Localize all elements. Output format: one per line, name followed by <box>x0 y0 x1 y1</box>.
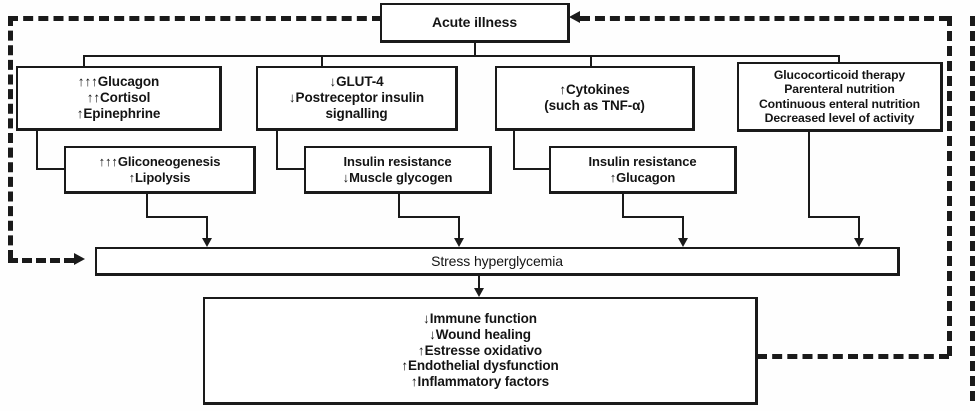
node-hormones-line-2: ↑↑Cortisol <box>86 90 151 106</box>
node-insulin-resistance-glucagon-line-2: ↑Glucagon <box>609 169 676 185</box>
feedback-arrowhead-acute-illness <box>569 11 580 23</box>
node-cytokines[interactable]: ↑Cytokines (such as TNF-α) <box>495 66 695 131</box>
connector-drop-iatrogenic <box>838 55 840 67</box>
node-stress-hyperglycemia[interactable]: Stress hyperglycemia <box>95 247 900 276</box>
node-hormones-line-3: ↑Epinephrine <box>76 105 161 121</box>
feedback-dashed-right-outer <box>970 16 975 401</box>
node-gluconeogenesis-line-2: ↑Lipolysis <box>128 169 191 185</box>
node-hormones[interactable]: ↑↑↑Glucagon ↑↑Cortisol ↑Epinephrine <box>16 66 222 131</box>
connector-drop-glut4 <box>321 55 323 67</box>
node-insulin-resistance-muscle-line-2: ↓Muscle glycogen <box>342 169 453 185</box>
node-glut4-line-3: signalling <box>325 105 388 121</box>
connector-ir-muscle-to-stress-v1 <box>398 194 400 218</box>
connector-ir-glucagon-to-stress-h <box>622 216 684 218</box>
connector-ir-glucagon-to-stress-v2 <box>682 216 684 240</box>
feedback-dashed-bottom-right <box>757 354 949 359</box>
connector-gluconeogenesis-to-stress-v1 <box>146 194 148 218</box>
connector-gluconeogenesis-to-stress-v2 <box>206 216 208 240</box>
connector-ir-muscle-to-stress-v2 <box>458 216 460 240</box>
node-acute-illness[interactable]: Acute illness <box>380 3 570 43</box>
feedback-arrowhead-stress <box>74 253 85 265</box>
connector-ir-muscle-to-stress-h <box>398 216 460 218</box>
feedback-dashed-top-right <box>580 16 949 21</box>
connector-cytokines-to-ir-glucagon-v <box>513 131 515 170</box>
connector-drop-hormones <box>83 55 85 67</box>
node-cytokines-line-1: ↑Cytokines <box>559 82 630 98</box>
connector-hormones-to-gluconeogenesis-h <box>36 168 66 170</box>
node-insulin-resistance-glucagon[interactable]: Insulin resistance ↑Glucagon <box>549 146 737 194</box>
connector-acute-illness-stem <box>474 43 476 56</box>
connector-glut4-to-ir-muscle-h <box>276 168 306 170</box>
node-iatrogenic-line-4: Decreased level of activity <box>764 110 915 125</box>
node-outcomes-line-5: ↑Inflammatory factors <box>410 374 550 390</box>
node-gluconeogenesis-line-1: ↑↑↑Gliconeogenesis <box>98 154 221 170</box>
node-outcomes-line-4: ↑Endothelial dysfunction <box>401 358 559 374</box>
node-iatrogenic-line-3: Continuous enteral nutrition <box>758 96 921 111</box>
arrowhead-iatrogenic-to-stress <box>854 238 864 247</box>
connector-gluconeogenesis-to-stress-h <box>146 216 208 218</box>
connector-cytokines-to-ir-glucagon-h <box>513 168 551 170</box>
node-iatrogenic-line-1: Glucocorticoid therapy <box>773 67 906 82</box>
connector-stress-to-outcomes <box>478 276 480 290</box>
node-hormones-line-1: ↑↑↑Glucagon <box>77 74 160 90</box>
feedback-dashed-left-vertical <box>8 16 13 260</box>
node-glut4-line-2: ↓Postreceptor insulin <box>288 90 425 106</box>
connector-iatrogenic-to-stress-v2 <box>858 216 860 240</box>
connector-iatrogenic-to-stress-v1 <box>808 132 810 218</box>
node-acute-illness-label: Acute illness <box>431 14 518 31</box>
arrowhead-gluconeogenesis-to-stress <box>202 238 212 247</box>
arrowhead-ir-muscle-to-stress <box>454 238 464 247</box>
connector-drop-cytokines <box>590 55 592 67</box>
node-insulin-resistance-muscle-line-1: Insulin resistance <box>343 154 452 170</box>
feedback-dashed-top-left <box>8 16 382 21</box>
feedback-dashed-right-inner <box>947 16 952 356</box>
node-iatrogenic-line-2: Parenteral nutrition <box>784 82 895 97</box>
arrowhead-stress-to-outcomes <box>474 288 484 297</box>
node-cytokines-line-2: (such as TNF-α) <box>544 98 645 113</box>
connector-glut4-to-ir-muscle-v <box>276 131 278 170</box>
connector-hormones-to-gluconeogenesis-v <box>36 131 38 170</box>
node-outcomes[interactable]: ↓Immune function ↓Wound healing ↑Estress… <box>203 297 758 405</box>
node-glut4-line-1: ↓GLUT-4 <box>329 74 384 90</box>
node-insulin-resistance-glucagon-line-1: Insulin resistance <box>588 154 697 170</box>
node-stress-hyperglycemia-label: Stress hyperglycemia <box>431 252 563 269</box>
node-iatrogenic[interactable]: Glucocorticoid therapy Parenteral nutrit… <box>737 62 943 132</box>
node-outcomes-line-2: ↓Wound healing <box>429 326 531 342</box>
node-insulin-resistance-muscle[interactable]: Insulin resistance ↓Muscle glycogen <box>304 146 492 194</box>
feedback-dashed-into-stress <box>8 258 74 263</box>
connector-bus-row1 <box>83 55 840 57</box>
node-outcomes-line-3: ↑Estresse oxidativo <box>417 342 543 358</box>
node-outcomes-line-1: ↓Immune function <box>423 310 537 326</box>
node-gluconeogenesis[interactable]: ↑↑↑Gliconeogenesis ↑Lipolysis <box>64 146 256 194</box>
connector-iatrogenic-to-stress-h <box>808 216 860 218</box>
arrowhead-ir-glucagon-to-stress <box>678 238 688 247</box>
node-glut4[interactable]: ↓GLUT-4 ↓Postreceptor insulin signalling <box>256 66 458 131</box>
connector-ir-glucagon-to-stress-v1 <box>622 194 624 218</box>
